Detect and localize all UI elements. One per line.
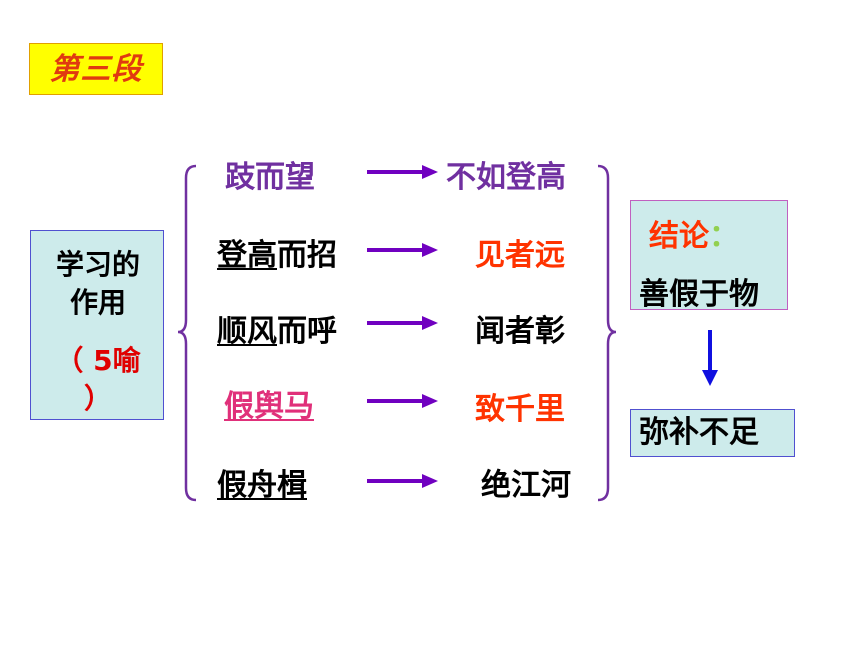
row-3-left: 顺风而呼 xyxy=(217,306,337,350)
section-title: 第三段 xyxy=(29,43,163,95)
conclusion-box: 结论： 善假于物 xyxy=(630,200,788,312)
conclusion-text: 善假于物 xyxy=(639,277,759,312)
down-arrow xyxy=(702,330,718,386)
topic-box: 学习的 作用 （ 5喻 ） xyxy=(30,230,164,420)
row-5-left: 假舟楫 xyxy=(217,460,307,504)
row-arrows xyxy=(367,165,438,488)
topic-line-4: ） xyxy=(83,382,112,415)
row-2-left: 登高而招 xyxy=(217,230,337,274)
left-brace xyxy=(177,164,197,502)
row-1-right: 不如登高 xyxy=(446,160,566,195)
row-3-left-underlined: 顺风 xyxy=(217,314,277,349)
arrow-row-3 xyxy=(367,316,438,330)
row-2-left-underlined: 登高 xyxy=(217,238,277,273)
topic-line-2: 作用 xyxy=(69,286,126,319)
row-4-left: 假舆马 xyxy=(224,381,314,425)
row-2-left-plain: 而招 xyxy=(277,238,337,273)
arrow-row-1 xyxy=(367,165,438,179)
arrow-row-2 xyxy=(367,243,438,257)
arrow-row-5 xyxy=(367,474,438,488)
row-2-right: 见者远 xyxy=(475,238,565,273)
row-4-right: 致千里 xyxy=(475,392,565,427)
topic-line-3: （ 5喻 xyxy=(55,344,141,377)
row-5-left-underlined: 假舟楫 xyxy=(217,468,307,503)
row-3-left-plain: 而呼 xyxy=(277,314,337,349)
row-3-right: 闻者彰 xyxy=(475,314,565,349)
arrow-row-4 xyxy=(367,394,438,408)
row-5-right: 绝江河 xyxy=(481,468,571,503)
row-1-left: 跂而望 xyxy=(225,152,315,196)
conclusion-label: 结论 xyxy=(649,219,709,254)
right-brace xyxy=(597,164,617,502)
conclusion-colon: ： xyxy=(709,219,739,254)
row-4-left-underlined: 假舆马 xyxy=(224,389,314,424)
result-box: 弥补不足 xyxy=(630,409,795,457)
topic-line-1: 学习的 xyxy=(55,248,140,281)
conclusion-label-row: 结论： xyxy=(649,211,739,255)
row-1-left-plain: 跂而望 xyxy=(225,160,315,195)
